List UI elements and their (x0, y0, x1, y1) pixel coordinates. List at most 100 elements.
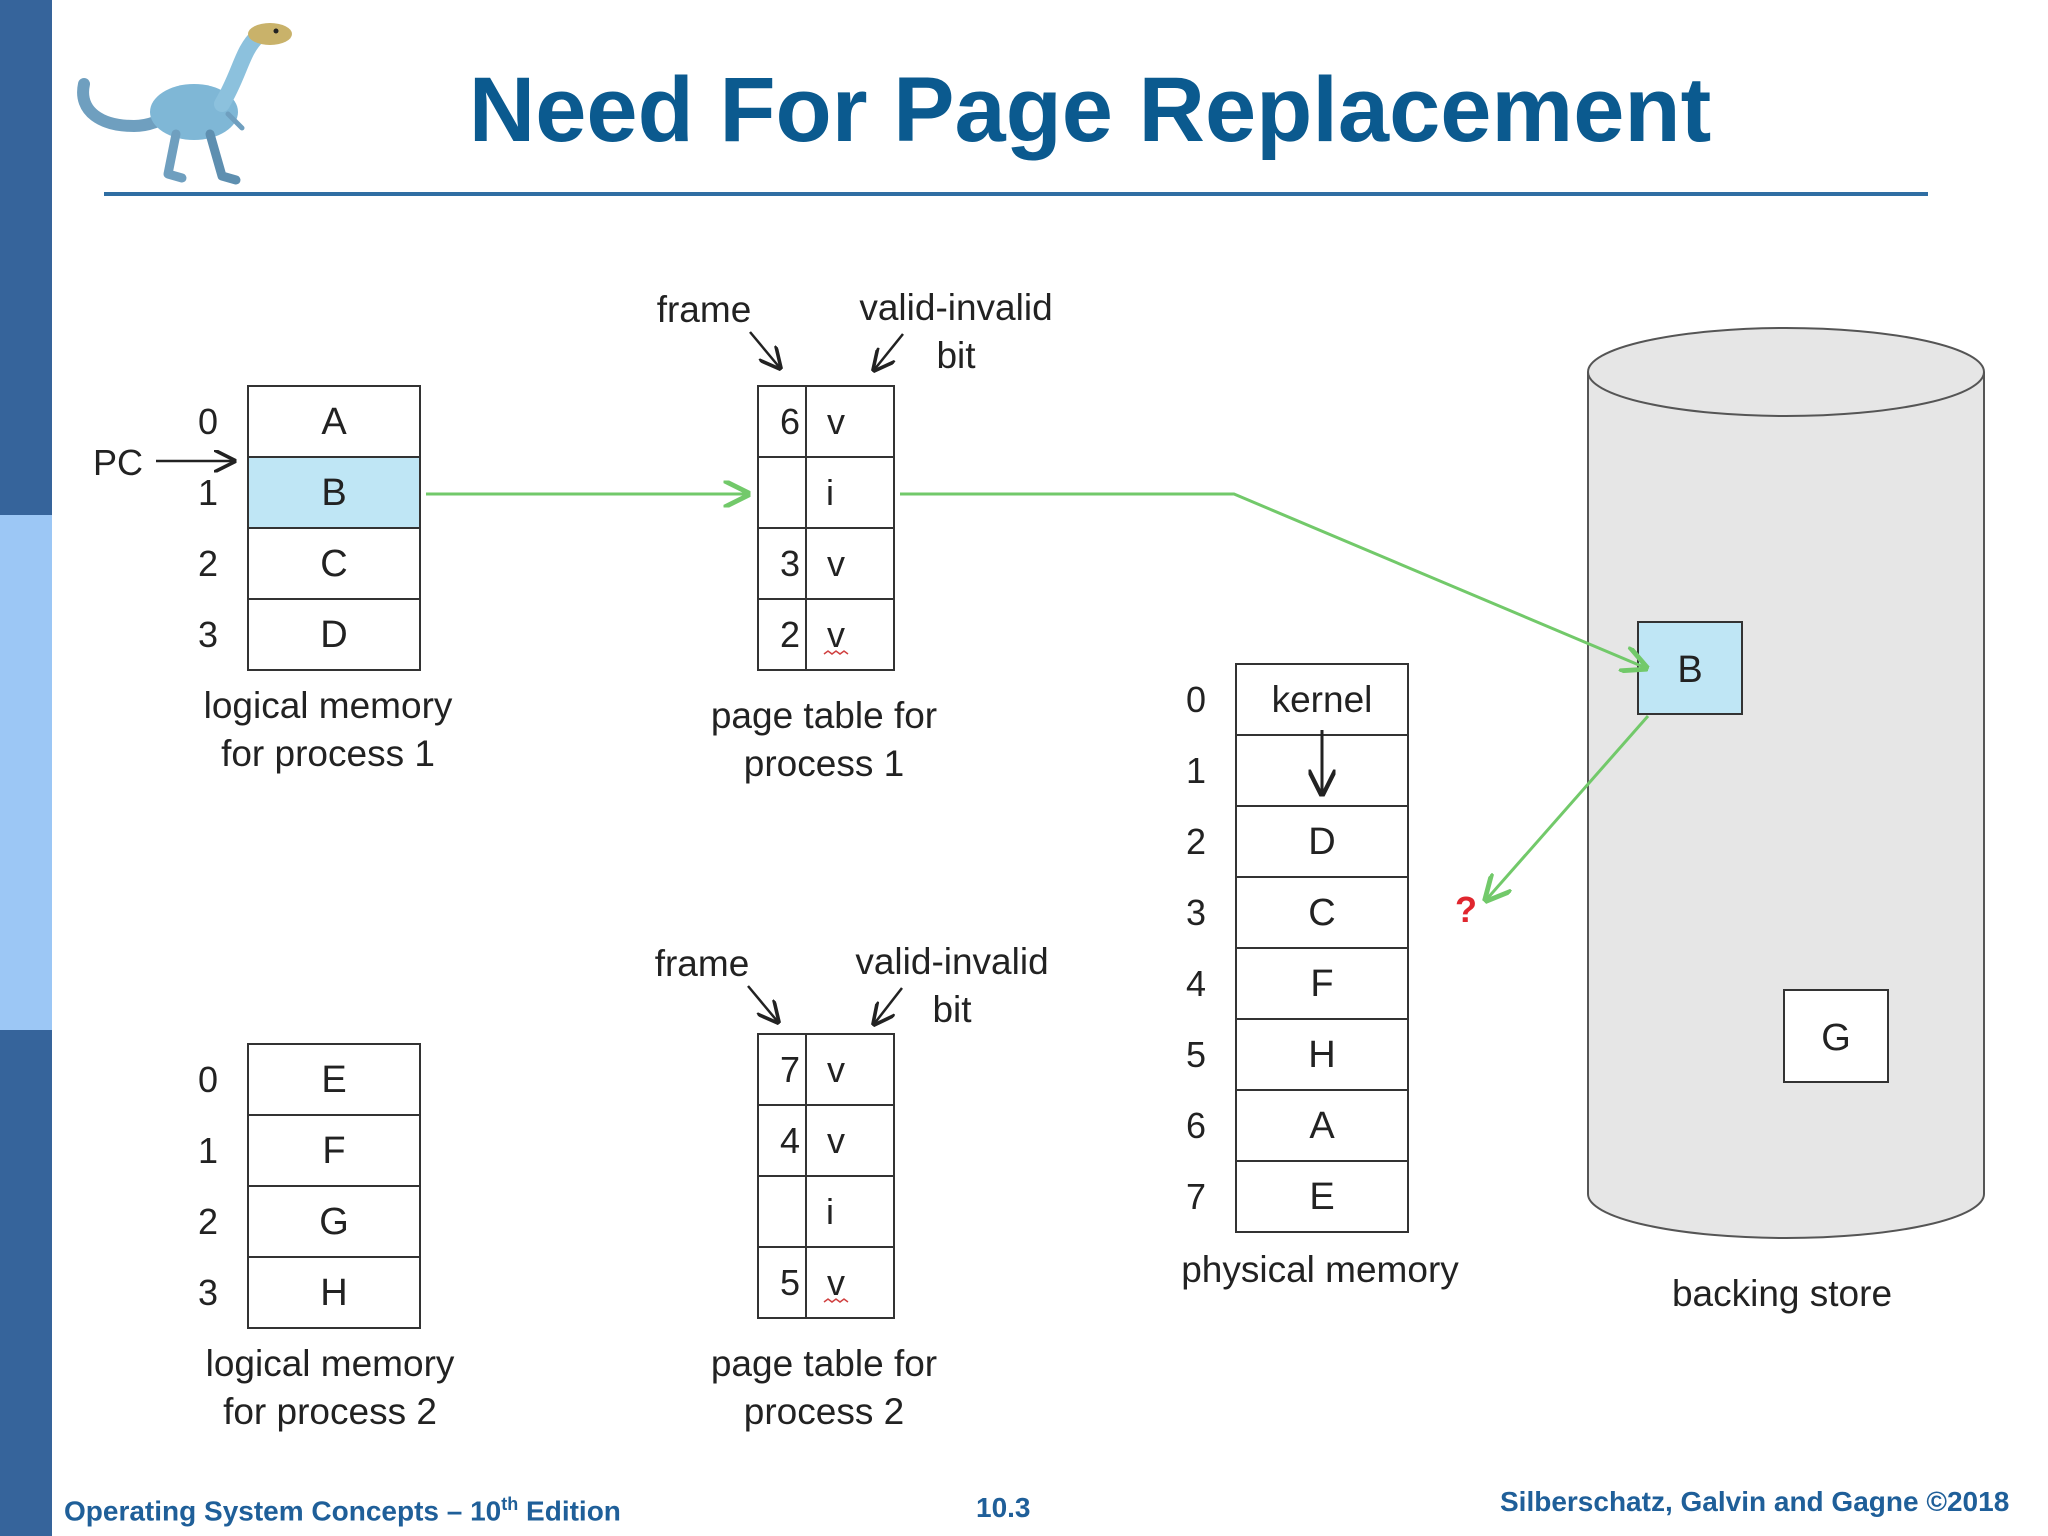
lm1-row-3 (247, 598, 421, 671)
lm1-row-0 (247, 385, 421, 458)
pt2-bit-1: v (827, 1120, 845, 1161)
pt1-frame-3: 2 (780, 614, 800, 655)
pm-frame-4: F (1310, 963, 1333, 1005)
footer-left: Operating System Concepts – 10th Edition (64, 1494, 621, 1527)
pm-frame-3: C (1308, 892, 1335, 934)
pt2-frame-1: 4 (780, 1120, 800, 1161)
pm-index-0: 0 (1186, 679, 1206, 720)
pt2-spellcheck-squiggle (823, 1298, 849, 1303)
sidebar-band-bottom (0, 1030, 52, 1536)
backing-store-page-g-box (1783, 989, 1889, 1083)
lm1-index-3: 3 (198, 614, 218, 655)
pm-frame-box-6 (1235, 1089, 1409, 1162)
backing-store-caption: backing store (1672, 1273, 1892, 1314)
no-free-frame-question-mark: ? (1455, 889, 1477, 930)
lm2-index-0: 0 (198, 1059, 218, 1100)
pm-frame-2: D (1308, 821, 1335, 863)
pm-frame-5: H (1308, 1034, 1335, 1076)
lm1-page-c: C (320, 543, 347, 585)
lm1-caption-line1: logical memory (204, 685, 453, 726)
pt2-frame-3: 5 (780, 1262, 800, 1303)
lm2-page-g: G (319, 1201, 349, 1243)
footer-copyright: Silberschatz, Galvin and Gagne ©2018 (1500, 1486, 2010, 1517)
dinosaur-arm (225, 111, 245, 131)
pm-frame-0: kernel (1272, 679, 1373, 720)
no-free-frame-arrow (1486, 715, 1650, 900)
page-table-process-2: frame valid-invalid bit 7 4 5 v v i v pa… (655, 941, 1049, 1432)
lm2-row-2 (247, 1185, 421, 1258)
physical-memory: kernel D C F H A E 0 1 2 3 4 5 6 7 physi… (1181, 663, 1459, 1290)
backing-store-cylinder-top (1587, 327, 1985, 417)
pt2-bit-pointer (874, 987, 903, 1024)
pt1-bit-0: v (827, 401, 845, 442)
pt1-frame-0: 6 (780, 401, 800, 442)
pt1-bit-3: v (827, 614, 845, 655)
sidebar-band-top (0, 0, 52, 515)
dinosaur-leg-front (163, 129, 187, 183)
pm-frame-6: A (1309, 1105, 1335, 1147)
footer-edition-sup: th (501, 1494, 519, 1514)
lm2-row-0 (247, 1043, 421, 1116)
pm-index-2: 2 (1186, 821, 1206, 862)
pt2-frame-0: 7 (780, 1049, 800, 1090)
backing-store-cylinder-body (1587, 372, 1985, 1239)
pt2-frame-label: frame (655, 943, 750, 984)
slide-title: Need For Page Replacement (468, 59, 1712, 161)
pt2-bit-3: v (827, 1262, 845, 1303)
pt2-bit-0: v (827, 1049, 845, 1090)
pc-label: PC (93, 442, 143, 483)
pm-index-6: 6 (1186, 1105, 1206, 1146)
pt1-bit-2: v (827, 543, 845, 584)
pt1-spellcheck-squiggle (823, 650, 849, 655)
pm-frame-box-0 (1235, 663, 1409, 736)
pt2-bit-2: i (826, 1191, 834, 1232)
logical-memory-process-2: E F G H 0 1 2 3 logical memory for proce… (198, 1043, 455, 1432)
lm1-page-b: B (321, 472, 346, 514)
pt1-caption-line1: page table for (711, 695, 937, 736)
lm2-page-f: F (322, 1130, 345, 1172)
lm1-row-2 (247, 527, 421, 600)
lm2-row-1 (247, 1114, 421, 1187)
lm1-index-1: 1 (198, 472, 218, 513)
dinosaur-logo (77, 23, 292, 185)
title-underline (104, 192, 1928, 196)
backing-store-page-g: G (1821, 1017, 1851, 1059)
lm2-index-3: 3 (198, 1272, 218, 1313)
pt2-caption-line2: process 2 (744, 1391, 904, 1432)
pt2-caption-line1: page table for (711, 1343, 937, 1384)
logical-memory-process-1: A B C D 0 1 2 3 PC logical memory for pr… (93, 385, 453, 774)
pt1-frame-label: frame (657, 289, 752, 330)
pm-index-1: 1 (1186, 750, 1206, 791)
pm-index-3: 3 (1186, 892, 1206, 933)
pt1-frame-pointer (749, 331, 780, 368)
lm1-caption-line2: for process 1 (221, 733, 435, 774)
lm1-row-1 (247, 456, 421, 529)
pt2-frame-pointer (747, 985, 778, 1022)
pt1-valid-label: valid-invalid (859, 287, 1052, 328)
page-fault-to-backing-store-arrow (900, 492, 1646, 668)
lm2-page-h: H (320, 1272, 347, 1314)
backing-store-page-b-box (1637, 621, 1743, 715)
backing-store: B G backing store (1587, 327, 1985, 1314)
pm-index-5: 5 (1186, 1034, 1206, 1075)
pm-frame-box-2 (1235, 805, 1409, 878)
footer-edition: Edition (518, 1495, 621, 1527)
sidebar-stripe (0, 0, 52, 1536)
lm2-row-3 (247, 1256, 421, 1329)
pm-frame-7: E (1309, 1176, 1334, 1218)
pm-frame-box-5 (1235, 1018, 1409, 1091)
pm-index-7: 7 (1186, 1176, 1206, 1217)
lm1-index-0: 0 (198, 401, 218, 442)
pt1-bit-1: i (826, 472, 834, 513)
lm2-index-1: 1 (198, 1130, 218, 1171)
lm2-caption-line1: logical memory (206, 1343, 455, 1384)
footer-book-title: Operating System Concepts – 10 (64, 1495, 502, 1527)
lm2-index-2: 2 (198, 1201, 218, 1242)
lm1-index-2: 2 (198, 543, 218, 584)
dinosaur-body (150, 84, 238, 140)
pm-caption: physical memory (1181, 1249, 1459, 1290)
pt2-bit-label: bit (932, 989, 972, 1030)
lm1-page-a: A (321, 401, 347, 443)
pt1-frame-2: 3 (780, 543, 800, 584)
